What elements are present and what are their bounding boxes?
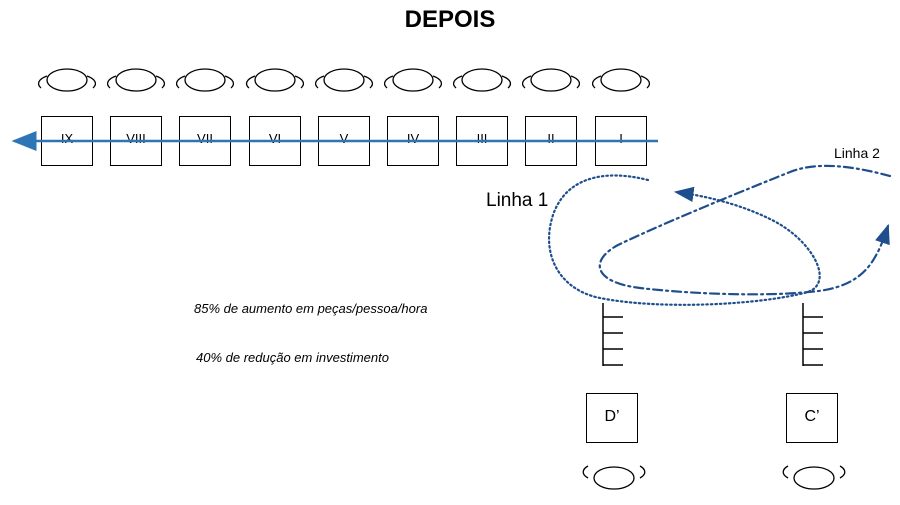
operator-head-9 (591, 68, 651, 92)
station-label: III (476, 131, 488, 146)
station-vi: VI (249, 116, 301, 166)
station-label: V (339, 131, 349, 146)
line2-label: Linha 2 (834, 145, 880, 161)
station-i: I (595, 116, 647, 166)
station-label: VI (268, 131, 282, 146)
station-label: IX (60, 131, 74, 146)
station-label: II (547, 131, 555, 146)
station-ix: IX (41, 116, 93, 166)
station-label: IV (406, 131, 420, 146)
operator-head-3 (175, 68, 235, 92)
station-label: VII (197, 131, 213, 146)
operator-head-2 (106, 68, 166, 92)
investment-stat: 40% de redução em investimento (196, 350, 389, 365)
line1-path (548, 174, 821, 306)
line2-path (598, 164, 892, 296)
station-v: V (318, 116, 370, 166)
operator-head-6 (383, 68, 443, 92)
rack-left (602, 303, 623, 366)
operator-head-7 (452, 68, 512, 92)
operator-head-1 (37, 68, 97, 92)
station-d-prime: D’ (586, 393, 638, 443)
station-vii: VII (179, 116, 231, 166)
operator-head-5 (314, 68, 374, 92)
productivity-stat: 85% de aumento em peças/pessoa/hora (194, 301, 428, 316)
rack-right (802, 303, 823, 366)
operator-head-8 (521, 68, 581, 92)
operator-bottom-right (782, 465, 846, 490)
station-iv: IV (387, 116, 439, 166)
station-label: D’ (604, 408, 620, 425)
operator-head-4 (245, 68, 305, 92)
station-label: C’ (804, 408, 820, 425)
station-iii: III (456, 116, 508, 166)
line1-label: Linha 1 (486, 190, 549, 211)
station-c-prime: C’ (786, 393, 838, 443)
page-title: DEPOIS (404, 6, 496, 33)
station-ii: II (525, 116, 577, 166)
operator-bottom-left (582, 465, 646, 490)
station-label: VIII (126, 131, 146, 146)
station-label: I (619, 131, 623, 146)
station-viii: VIII (110, 116, 162, 166)
